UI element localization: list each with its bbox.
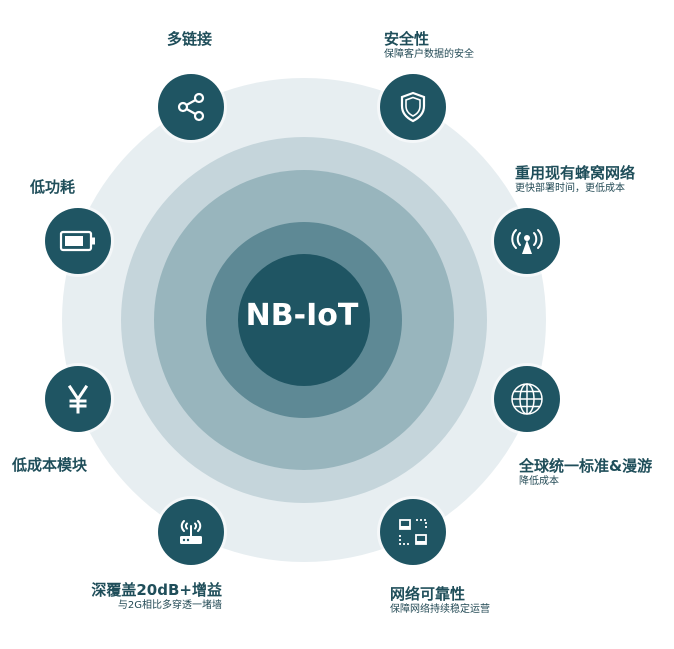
feature-multi-link: 多链接 [167,30,212,48]
feature-title: 全球统一标准&漫游 [519,457,653,475]
feature-deep-coverage: 深覆盖20dB+增益 与2G相比多穿透一堵墙 [91,581,222,613]
router-icon [180,520,202,544]
globe-node [494,366,560,432]
share-node [158,74,224,140]
center-title: NB-IoT [245,298,359,333]
shield-node [380,74,446,140]
shield-icon [400,91,426,123]
yen-node [45,366,111,432]
globe-icon [511,383,543,415]
battery-node [45,208,111,274]
battery-icon [59,230,95,252]
feature-title: 安全性 [384,30,430,48]
yen-icon [67,384,89,414]
feature-title: 深覆盖20dB+增益 [91,581,222,599]
antenna-node [494,208,560,274]
share-icon [177,92,205,122]
feature-subtitle: 更快部署时间，更低成本 [515,183,625,194]
feature-subtitle: 与2G相比多穿透一堵墙 [117,600,222,611]
feature-title: 低成本模块 [12,456,88,474]
feature-title: 网络可靠性 [390,585,466,603]
feature-title: 重用现有蜂窝网络 [515,164,636,182]
feature-security: 安全性 保障客户数据的安全 [384,30,474,62]
servers-node [380,499,446,565]
feature-low-power: 低功耗 [30,178,75,196]
servers-icon [399,519,427,545]
feature-global-standard: 全球统一标准&漫游 降低成本 [519,457,652,489]
antenna-icon [511,229,543,254]
feature-subtitle: 降低成本 [519,476,559,487]
feature-reuse-cellular: 重用现有蜂窝网络 更快部署时间，更低成本 [515,164,635,196]
ring-core [238,254,370,386]
router-node [158,499,224,565]
feature-low-cost: 低成本模块 [12,456,87,474]
feature-subtitle: 保障客户数据的安全 [384,49,474,60]
feature-reliability: 网络可靠性 保障网络持续稳定运营 [390,585,490,617]
feature-title: 低功耗 [30,178,76,196]
feature-title: 多链接 [167,30,213,48]
feature-subtitle: 保障网络持续稳定运营 [390,604,490,615]
